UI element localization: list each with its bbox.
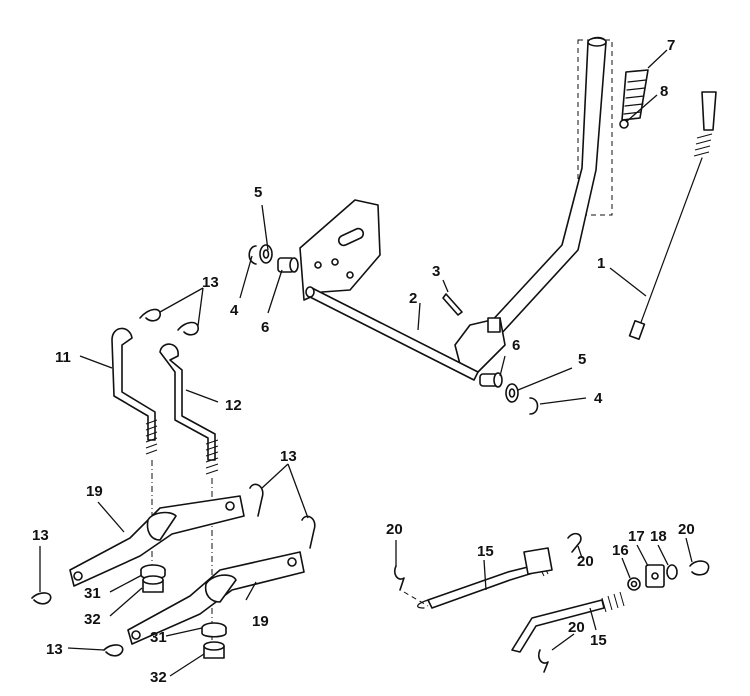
- front-rod-upper: [417, 547, 553, 609]
- callout-12: 12: [225, 397, 242, 414]
- lift-link-left: [111, 327, 158, 580]
- mounting-bracket: [299, 199, 381, 301]
- callout-31: 31: [84, 585, 101, 602]
- nut-32-upper: [142, 575, 164, 593]
- nut-16: [627, 577, 641, 591]
- washer-18: [666, 564, 678, 580]
- callout-16: 16: [612, 542, 629, 559]
- callout-32: 32: [150, 669, 167, 686]
- callout-17: 17: [628, 528, 645, 545]
- callout-13: 13: [32, 527, 49, 544]
- callout-19: 19: [252, 613, 269, 630]
- clip-20: [393, 532, 710, 673]
- callout-1: 1: [597, 255, 605, 272]
- handle-grip: [621, 69, 649, 121]
- retaining-ring-right: [529, 397, 539, 415]
- callout-labels: 1 2 3 4 5 6 7 8 11 12 13 6 5 4 13 19 19 …: [32, 37, 695, 686]
- callout-32: 32: [84, 611, 101, 628]
- callout-4: 4: [594, 390, 603, 407]
- washer-left: [259, 244, 273, 264]
- lift-shaft: [305, 286, 479, 381]
- callout-5: 5: [254, 184, 262, 201]
- callout-2: 2: [409, 290, 417, 307]
- bushing-left: [277, 257, 299, 273]
- callout-13: 13: [46, 641, 63, 658]
- release-rod: [628, 91, 717, 341]
- callout-20: 20: [577, 553, 594, 570]
- callout-6: 6: [261, 319, 269, 336]
- callout-13: 13: [202, 274, 219, 291]
- callout-19: 19: [86, 483, 103, 500]
- callout-18: 18: [650, 528, 667, 545]
- callout-11: 11: [55, 349, 71, 366]
- callout-3: 3: [432, 263, 440, 280]
- callout-5: 5: [578, 351, 586, 368]
- callout-20: 20: [678, 521, 695, 538]
- bushing-right: [479, 372, 503, 388]
- callout-13: 13: [280, 448, 297, 465]
- callout-20: 20: [386, 521, 403, 538]
- lift-arm-upper: [69, 495, 245, 587]
- washer-31-lower: [201, 622, 227, 638]
- hairpin-clip: [31, 483, 316, 657]
- callout-15: 15: [477, 543, 494, 560]
- cotter-pin: [442, 293, 463, 316]
- hairpin-clip: [139, 308, 199, 336]
- callout-31: 31: [150, 629, 167, 646]
- callout-8: 8: [660, 83, 668, 100]
- leader-lines: [39, 49, 693, 677]
- callout-15: 15: [590, 632, 607, 649]
- lift-arm-lower: [127, 551, 305, 645]
- callout-4: 4: [230, 302, 239, 319]
- callout-20: 20: [568, 619, 585, 636]
- washer-right: [505, 383, 519, 403]
- trunnion-17: [645, 564, 665, 588]
- callout-7: 7: [667, 37, 675, 54]
- nut-32-lower: [203, 641, 225, 659]
- front-rod-lower: [511, 591, 625, 653]
- lift-handle: [454, 36, 613, 373]
- callout-6: 6: [512, 337, 520, 354]
